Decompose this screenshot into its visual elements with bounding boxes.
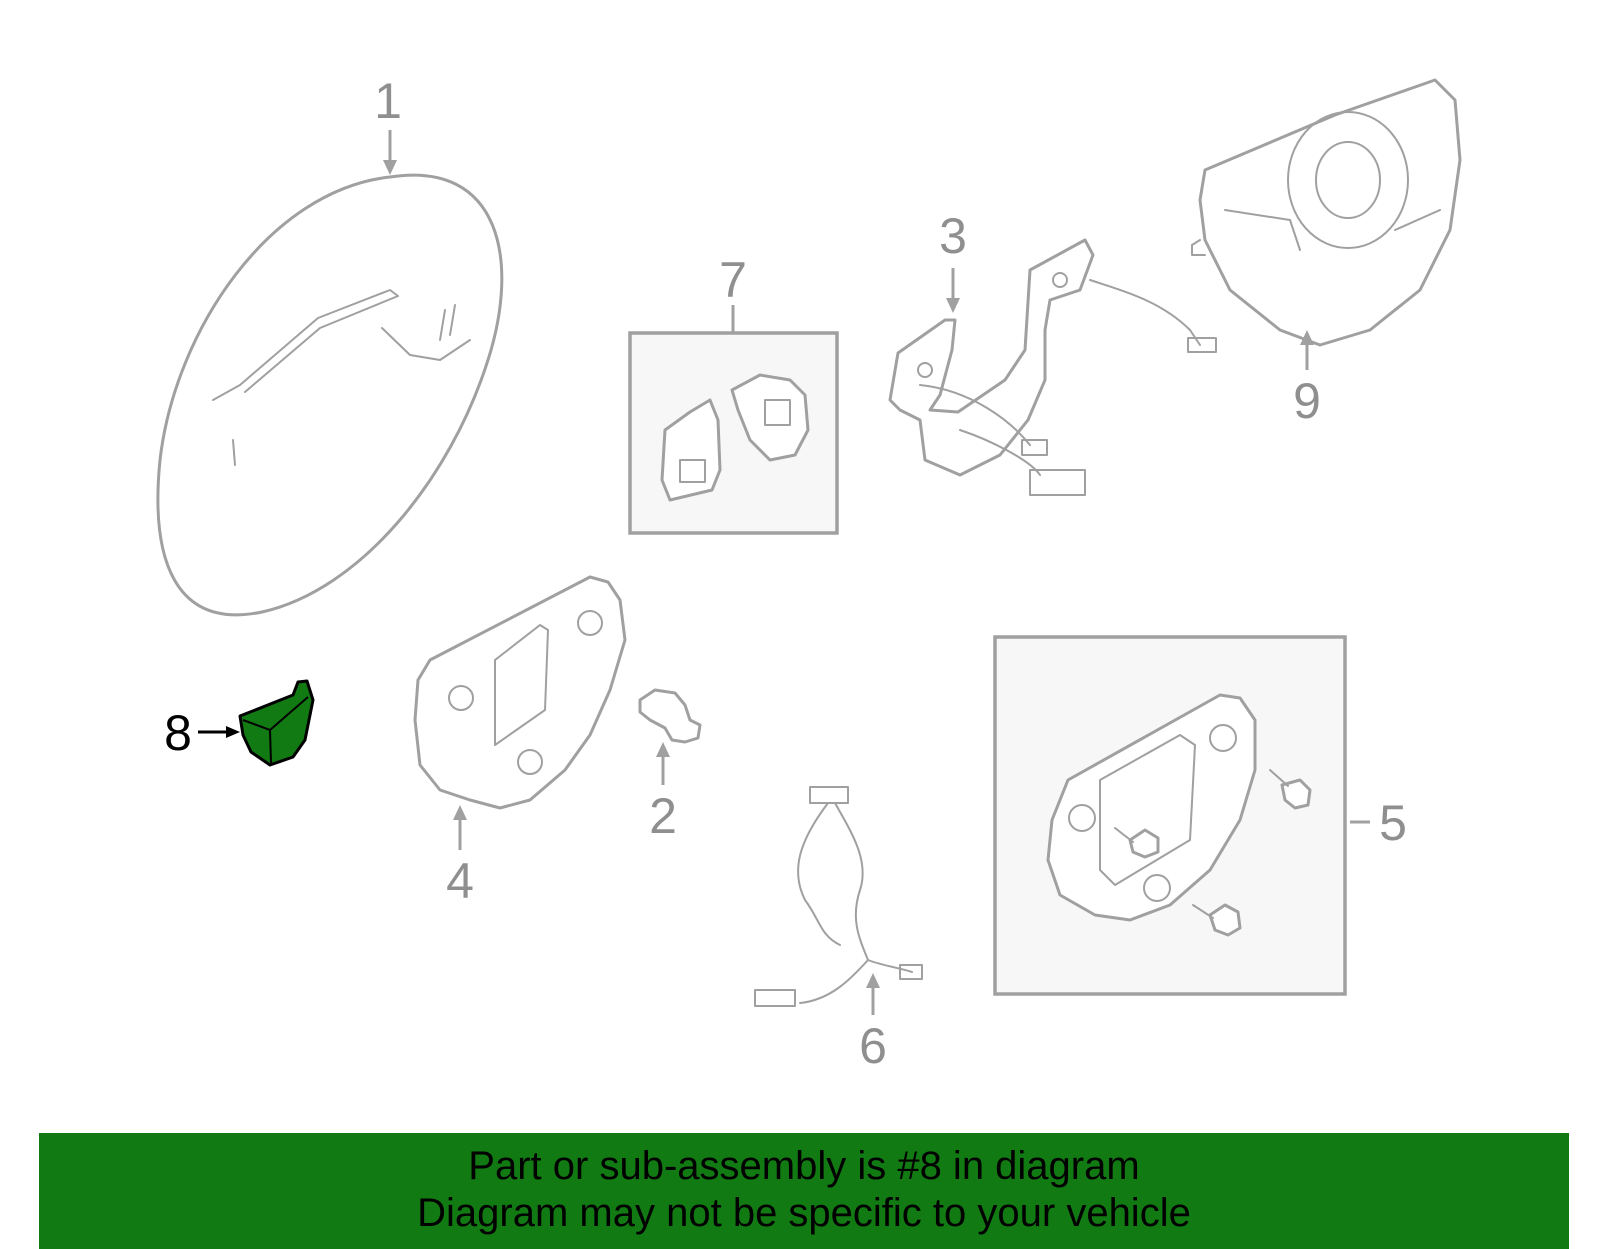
callout-1: 1 <box>374 73 402 129</box>
info-banner: Part or sub-assembly is #8 in diagram Di… <box>39 1133 1569 1249</box>
callout-1-arrowhead <box>383 160 397 175</box>
callout-9: 9 <box>1293 373 1321 429</box>
banner-line-2: Diagram may not be specific to your vehi… <box>417 1191 1191 1235</box>
part-2-screw[interactable] <box>638 688 702 744</box>
callout-8-arrowhead <box>226 726 240 738</box>
callout-4: 4 <box>446 853 474 909</box>
banner-line-1: Part or sub-assembly is #8 in diagram <box>468 1144 1140 1188</box>
callout-5: 5 <box>1379 795 1407 851</box>
callout-7: 7 <box>719 252 747 308</box>
part-9-airbag[interactable] <box>1191 78 1462 347</box>
callout-2-arrowhead <box>656 742 670 757</box>
callout-6: 6 <box>859 1018 887 1074</box>
part-3-bracket[interactable] <box>888 238 1217 496</box>
part-6-harness[interactable] <box>754 786 923 1007</box>
part-4-cover[interactable] <box>413 575 627 810</box>
callout-3-arrowhead <box>946 298 960 313</box>
part-8-trim-highlighted[interactable] <box>238 679 315 767</box>
part-5-cover-kit[interactable] <box>1046 693 1312 937</box>
part-7-switches[interactable] <box>660 373 810 502</box>
callout-9-arrowhead <box>1300 330 1314 345</box>
callout-6-arrowhead <box>866 973 880 988</box>
callout-4-arrowhead <box>453 805 467 820</box>
callout-3: 3 <box>939 208 967 264</box>
callout-2: 2 <box>649 788 677 844</box>
callout-8: 8 <box>164 705 192 761</box>
part-1-steering-wheel[interactable] <box>156 173 504 617</box>
